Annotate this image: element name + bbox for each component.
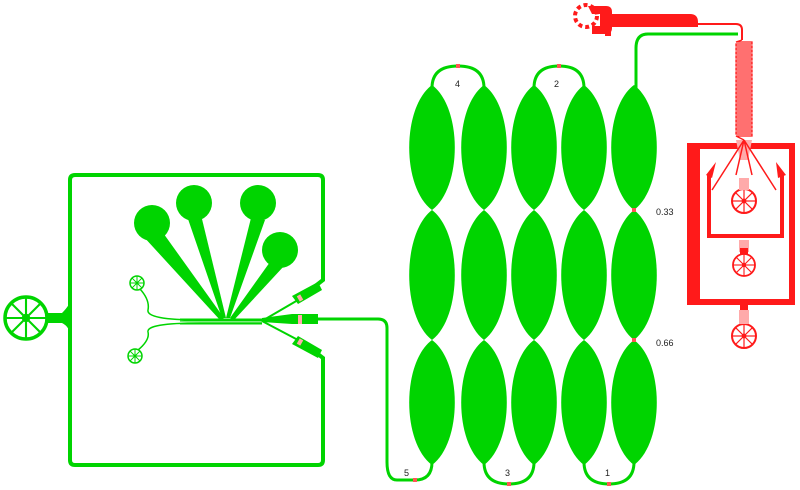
valve-neck bbox=[739, 240, 749, 252]
chamber-array bbox=[409, 64, 657, 486]
control-layer bbox=[573, 3, 795, 349]
connector-channel bbox=[318, 317, 415, 482]
turn-label-1: 1 bbox=[605, 468, 610, 478]
control-valve[interactable] bbox=[731, 188, 757, 214]
control-line bbox=[698, 23, 743, 40]
branch-wedge-upper bbox=[292, 282, 322, 304]
reservoir-channel bbox=[230, 262, 284, 320]
chamber bbox=[409, 340, 455, 465]
sample-port[interactable] bbox=[127, 348, 143, 364]
branch-lower bbox=[261, 320, 299, 341]
funnel-lines bbox=[711, 139, 777, 191]
ratio-label-033: 0.33 bbox=[656, 207, 674, 217]
merge-lines bbox=[180, 318, 262, 325]
chamber-inlet bbox=[414, 461, 434, 482]
chamber bbox=[409, 85, 455, 210]
sample-port[interactable] bbox=[129, 275, 145, 291]
mixer-coil bbox=[735, 39, 753, 141]
chamber bbox=[611, 85, 657, 210]
valve-stem bbox=[740, 248, 748, 254]
turn-label-5: 5 bbox=[404, 468, 409, 478]
port-hub bbox=[741, 198, 747, 204]
chamber bbox=[561, 340, 607, 465]
restriction bbox=[632, 338, 636, 342]
labels: 4 2 5 3 1 0.33 0.66 bbox=[404, 79, 674, 478]
valve-stem bbox=[740, 302, 748, 310]
reservoir-channel bbox=[226, 218, 265, 318]
restriction bbox=[456, 64, 460, 68]
chamber bbox=[611, 210, 657, 340]
reservoir[interactable] bbox=[262, 232, 298, 268]
inlet-stub bbox=[46, 300, 70, 336]
reservoir[interactable] bbox=[176, 185, 212, 221]
valve-marker bbox=[296, 294, 304, 302]
serpentine-mixer bbox=[735, 39, 753, 141]
inlet-port[interactable] bbox=[3, 295, 49, 341]
control-valve[interactable] bbox=[731, 323, 757, 349]
control-inlet-ring bbox=[573, 3, 599, 29]
control-inlet[interactable] bbox=[573, 3, 698, 36]
inner-frame-arrow bbox=[706, 162, 786, 178]
control-frame bbox=[687, 143, 795, 305]
port-hub bbox=[21, 313, 31, 323]
port-hub bbox=[133, 354, 137, 358]
valve-neck bbox=[739, 310, 749, 324]
valve-marker bbox=[298, 315, 302, 324]
restriction bbox=[607, 482, 611, 486]
chamber bbox=[461, 340, 507, 465]
restriction bbox=[413, 478, 417, 482]
port-hub bbox=[741, 262, 747, 268]
turn-label-4: 4 bbox=[455, 79, 460, 89]
control-frame-cut bbox=[690, 146, 700, 302]
ratio-label-066: 0.66 bbox=[656, 338, 674, 348]
control-inlet-body bbox=[588, 6, 698, 34]
chamber bbox=[511, 210, 557, 340]
reservoir-channel bbox=[188, 219, 226, 318]
reservoir[interactable] bbox=[240, 185, 276, 221]
chamber bbox=[461, 210, 507, 340]
frame-channel bbox=[68, 173, 325, 467]
restriction bbox=[557, 64, 561, 68]
port-hub bbox=[135, 281, 139, 285]
flow-layer bbox=[3, 32, 738, 486]
control-valve[interactable] bbox=[732, 253, 756, 277]
valve-marker bbox=[296, 338, 304, 346]
outlet-channel bbox=[634, 32, 738, 95]
branch-middle bbox=[262, 314, 318, 324]
chamber bbox=[511, 85, 557, 210]
chamber bbox=[461, 85, 507, 210]
chamber bbox=[409, 210, 455, 340]
chamber bbox=[511, 340, 557, 465]
restriction bbox=[632, 208, 636, 212]
reservoir-channel bbox=[143, 230, 224, 320]
inner-frame bbox=[707, 175, 784, 238]
control-inlet-stem bbox=[605, 24, 611, 36]
turn-label-2: 2 bbox=[554, 79, 559, 89]
chamber bbox=[561, 210, 607, 340]
turn-label-3: 3 bbox=[505, 468, 510, 478]
side-channel bbox=[139, 288, 262, 321]
chamber bbox=[611, 340, 657, 465]
branch-wedge-lower bbox=[292, 336, 322, 358]
restriction bbox=[507, 482, 511, 486]
chamber bbox=[561, 85, 607, 210]
side-channel bbox=[137, 322, 262, 351]
valve-neck bbox=[739, 178, 749, 190]
port-hub bbox=[741, 333, 747, 339]
